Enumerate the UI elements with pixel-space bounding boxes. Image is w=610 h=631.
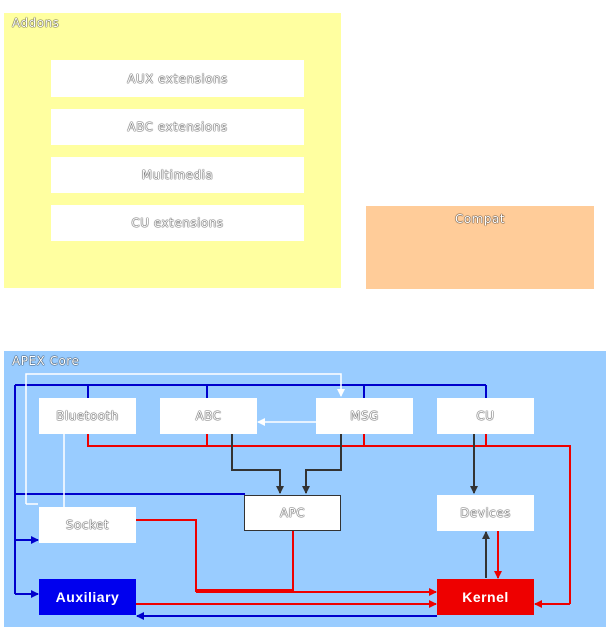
- blue-arrow-to-socket: [14, 494, 39, 544]
- node-auxiliary: Auxiliary: [39, 579, 136, 615]
- addon-cu-extensions: CU extensions: [51, 205, 304, 241]
- addon-multimedia: Multimedia: [51, 157, 304, 193]
- node-cu: CU: [437, 398, 534, 434]
- core-panel-label: APEX Core: [12, 354, 80, 368]
- compat-panel: Compat: [366, 206, 594, 289]
- dark-msg-to-apc: [302, 434, 342, 494]
- node-socket: Socket: [39, 507, 136, 543]
- addon-abc-extensions: ABC extensions: [51, 109, 304, 145]
- node-apc: APC: [244, 495, 341, 531]
- blue-top-bus: [14, 384, 487, 594]
- node-bluetooth: Bluetooth: [39, 398, 136, 434]
- addon-aux-extensions: AUX extensions: [51, 60, 304, 97]
- white-line-to-msg: [25, 373, 345, 504]
- node-devices: Devices: [437, 495, 534, 531]
- red-bus: [87, 434, 571, 604]
- dark-abc-to-apc: [231, 434, 284, 494]
- node-abc: ABC: [160, 398, 257, 434]
- node-msg: MSG: [316, 398, 413, 434]
- addons-panel-label: Addons: [12, 16, 60, 30]
- compat-panel-label: Compat: [454, 212, 506, 226]
- node-kernel: Kernel: [437, 579, 534, 615]
- addons-panel: Addons: [4, 13, 341, 288]
